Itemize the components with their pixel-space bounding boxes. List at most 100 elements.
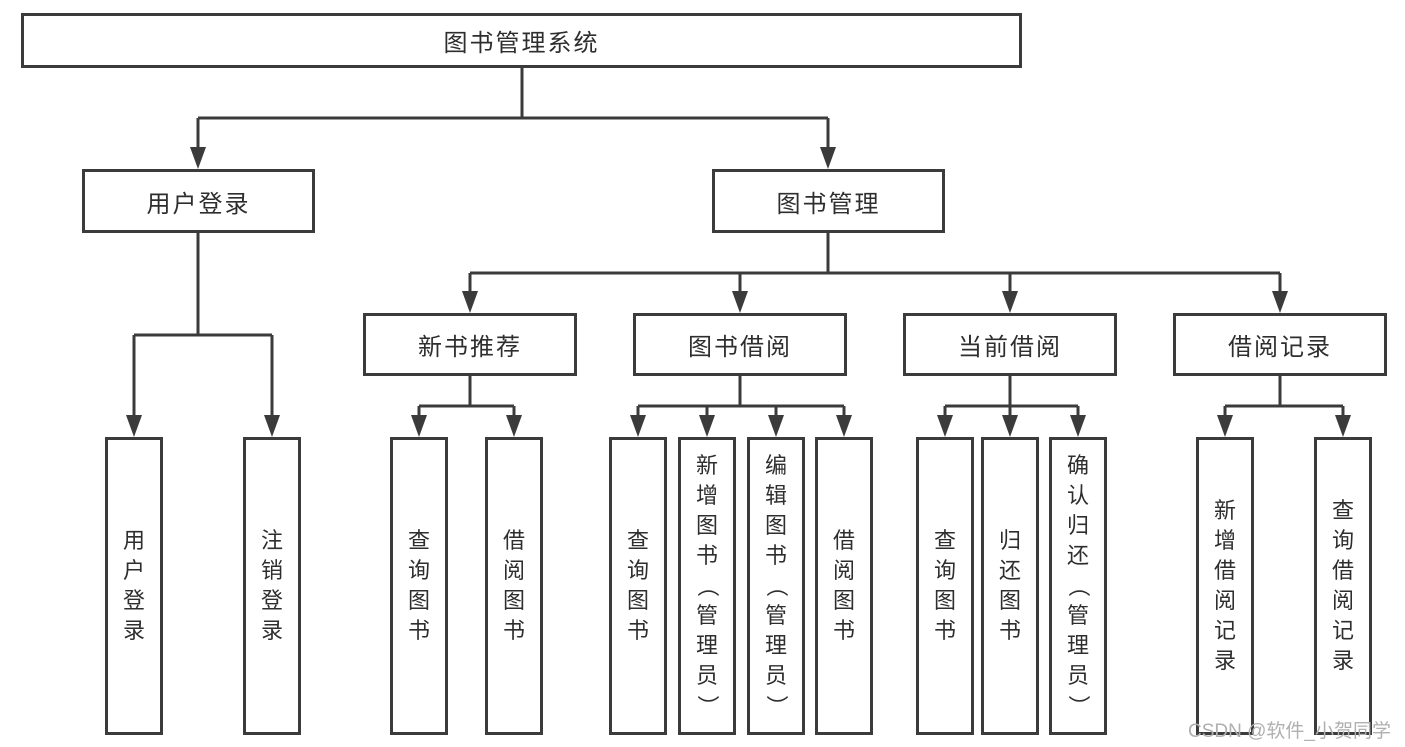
leaf-user-login-label: 用户登录 [108, 440, 160, 732]
vertical-char: 阅 [1213, 588, 1236, 613]
vertical-char: 录 [1331, 648, 1354, 673]
arrowhead [1002, 415, 1018, 437]
vertical-char: 借 [502, 528, 525, 553]
leaf-confirm-return-admin-label: 确认归还（管理员） [1052, 440, 1104, 732]
leaf-query-borrow-record-label: 查询借阅记录 [1317, 440, 1369, 732]
vertical-char: 借 [832, 528, 855, 553]
vertical-char: 归 [1066, 513, 1089, 538]
connector-segments [132, 67, 1345, 418]
vertical-char: 新 [695, 453, 718, 478]
vertical-char: 查 [626, 528, 649, 553]
arrowhead [264, 415, 280, 437]
vertical-char: 还 [998, 558, 1021, 583]
vertical-char: 询 [407, 558, 430, 583]
leaf-logout-label: 注销登录 [246, 440, 298, 732]
vertical-char: 认 [1066, 483, 1089, 508]
leaf-query-books-borrow-label: 查询图书 [612, 440, 664, 732]
node-current-borrow-label: 当前借阅 [958, 334, 1062, 361]
vertical-char: 图 [626, 588, 649, 613]
vertical-char: 书 [626, 618, 649, 643]
vertical-char: 销 [260, 558, 283, 583]
arrowhead [732, 291, 748, 313]
vertical-char: 还 [1066, 543, 1089, 568]
arrowhead [1272, 291, 1288, 313]
vertical-char: 图 [933, 588, 956, 613]
vertical-char: 借 [1213, 558, 1236, 583]
leaf-query-books-current: 查询图书 [916, 437, 974, 735]
leaf-return-books: 归还图书 [981, 437, 1039, 735]
node-borrow-records-label: 借阅记录 [1228, 334, 1332, 361]
vertical-char: 管 [1066, 603, 1089, 628]
node-book-borrow-label: 图书借阅 [688, 334, 792, 361]
vertical-char: 管 [764, 603, 787, 628]
leaf-return-books-label: 归还图书 [984, 440, 1036, 732]
node-book-management: 图书管理 [712, 169, 945, 233]
vertical-char: 询 [1331, 528, 1354, 553]
vertical-char: 图 [764, 513, 787, 538]
node-borrow-records: 借阅记录 [1173, 313, 1387, 376]
arrowhead [462, 291, 478, 313]
vertical-char: 查 [407, 528, 430, 553]
vertical-char: 书 [502, 618, 525, 643]
leaf-query-books-current-label: 查询图书 [919, 440, 971, 732]
vertical-char: 书 [695, 543, 718, 568]
vertical-char: 理 [764, 633, 787, 658]
leaf-borrow-books-recommend: 借阅图书 [485, 437, 543, 735]
vertical-char: 编 [764, 453, 787, 478]
vertical-char: 理 [1066, 633, 1089, 658]
leaf-query-books-borrow: 查询图书 [609, 437, 667, 735]
leaf-query-books-recommend: 查询图书 [390, 437, 448, 735]
vertical-char: 确 [1066, 453, 1089, 478]
leaf-borrow-books-recommend-label: 借阅图书 [488, 440, 540, 732]
node-current-borrow: 当前借阅 [903, 313, 1117, 376]
leaf-add-books-admin: 新增图书（管理员） [678, 437, 736, 735]
node-new-book-recommend-label: 新书推荐 [418, 334, 522, 361]
leaf-confirm-return-admin: 确认归还（管理员） [1049, 437, 1107, 735]
arrowhead [190, 147, 206, 169]
node-system-root-label: 图书管理系统 [443, 30, 600, 57]
vertical-char: 借 [1331, 558, 1354, 583]
vertical-char: 户 [122, 558, 145, 583]
vertical-char: 增 [1213, 528, 1236, 553]
vertical-char: 员 [695, 663, 718, 688]
vertical-char: 图 [695, 513, 718, 538]
arrowhead [126, 415, 142, 437]
arrowhead [1070, 415, 1086, 437]
vertical-char: 图 [407, 588, 430, 613]
vertical-char: 登 [260, 588, 283, 613]
vertical-char: （ [763, 574, 789, 598]
vertical-char: 录 [1213, 648, 1236, 673]
vertical-char: 书 [933, 618, 956, 643]
vertical-char: 询 [933, 558, 956, 583]
vertical-char: 辑 [764, 483, 787, 508]
arrowhead [699, 415, 715, 437]
vertical-char: 询 [626, 558, 649, 583]
node-user-login: 用户登录 [82, 169, 315, 233]
node-system-root: 图书管理系统 [21, 13, 1022, 68]
vertical-char: ） [763, 694, 789, 718]
vertical-char: ） [694, 694, 720, 718]
vertical-char: 员 [764, 663, 787, 688]
vertical-char: 用 [122, 528, 145, 553]
arrowhead [411, 415, 427, 437]
vertical-char: 登 [122, 588, 145, 613]
vertical-char: 注 [260, 528, 283, 553]
leaf-borrow-books-borrow: 借阅图书 [815, 437, 873, 735]
leaf-edit-books-admin: 编辑图书 （ 管理员 ） [747, 437, 805, 735]
arrowhead [1217, 415, 1233, 437]
arrowhead [1335, 415, 1351, 437]
node-user-login-label: 用户登录 [146, 190, 251, 218]
arrowheads [126, 147, 1351, 437]
leaf-add-books-admin-label: 新增图书（管理员） [681, 440, 733, 732]
vertical-char: 理 [695, 633, 718, 658]
vertical-char: 归 [998, 528, 1021, 553]
arrowhead [836, 415, 852, 437]
vertical-char: 书 [764, 543, 787, 568]
vertical-char: 图 [998, 588, 1021, 613]
arrowhead [768, 415, 784, 437]
node-new-book-recommend: 新书推荐 [363, 313, 577, 376]
vertical-char: 员 [1066, 663, 1089, 688]
vertical-char: 增 [695, 483, 718, 508]
arrowhead [1002, 291, 1018, 313]
leaf-query-books-recommend-label: 查询图书 [393, 440, 445, 732]
